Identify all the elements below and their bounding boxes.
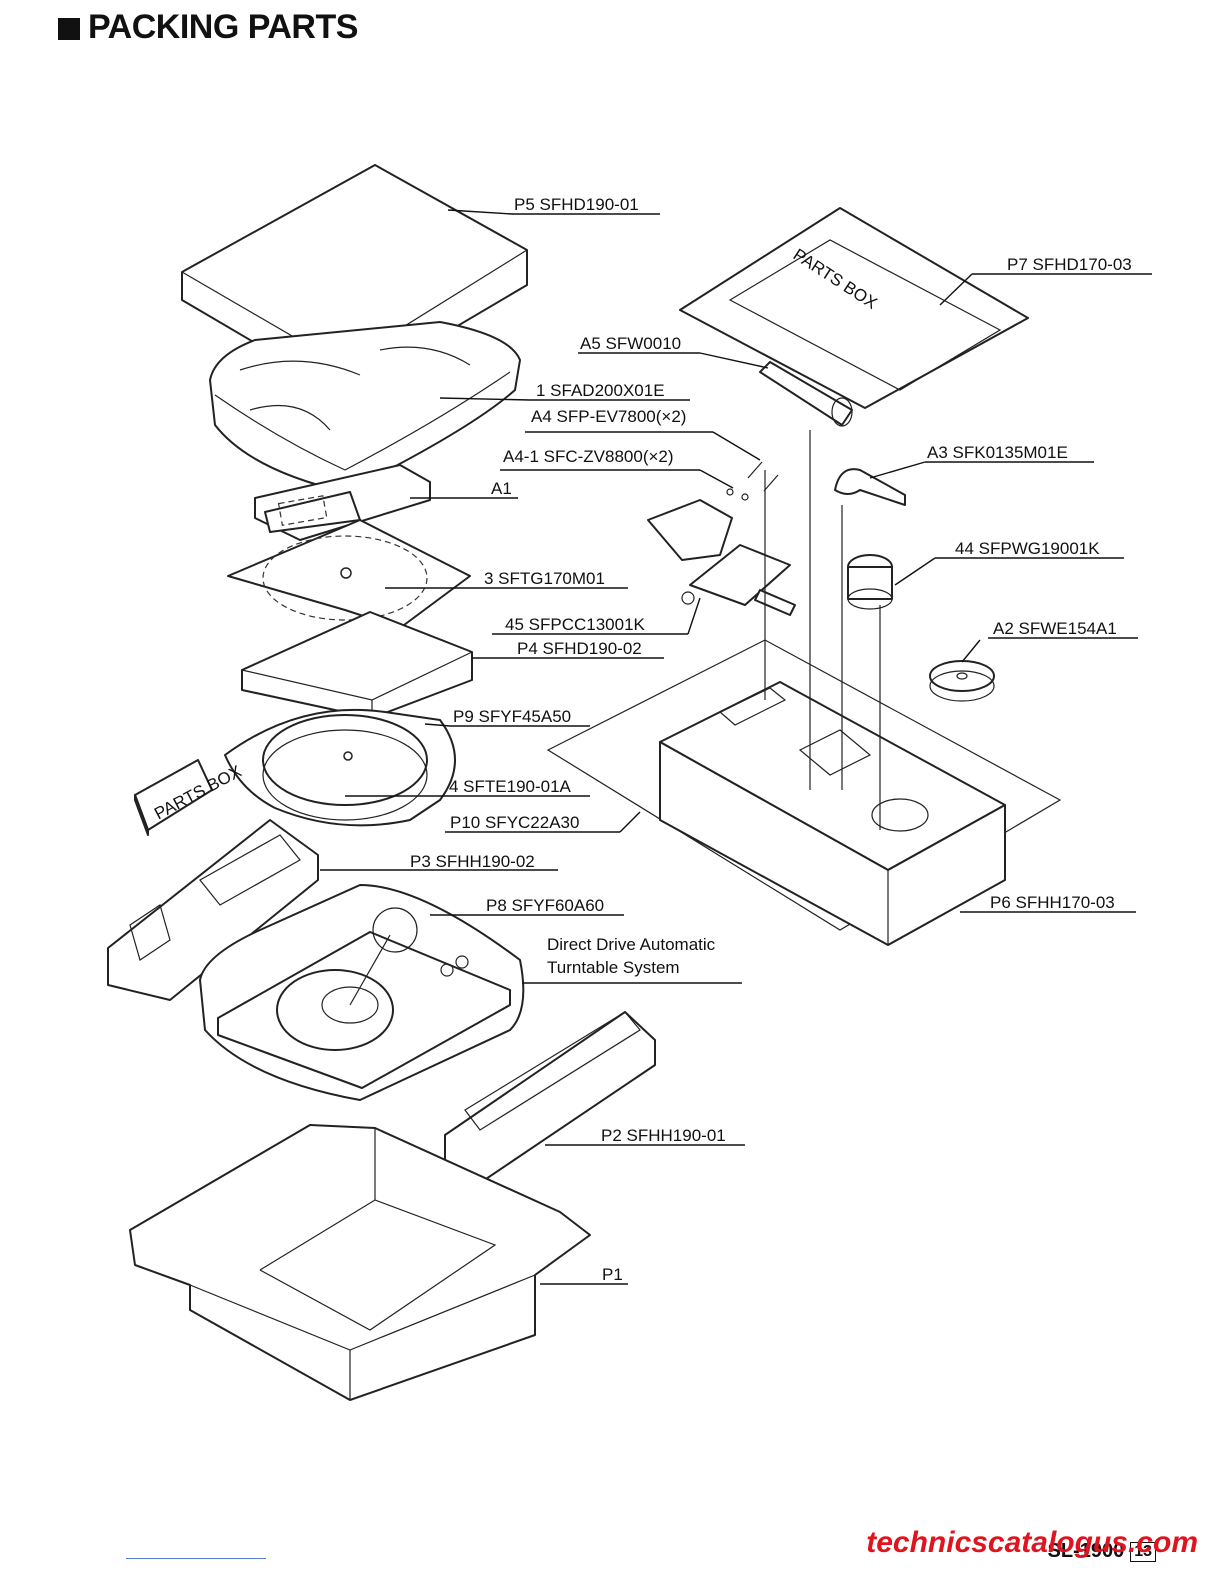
screws-and-nuts-a4: [726, 461, 779, 501]
page-number: 13: [1130, 1541, 1156, 1562]
callout-a1: A1: [491, 479, 512, 498]
callout-p5: P5 SFHD190-01: [514, 195, 639, 214]
callout-p10: P10 SFYC22A30: [450, 813, 579, 832]
foam-tray-p6: [546, 639, 1062, 946]
callout-p1: P1: [602, 1265, 623, 1284]
callout-1: 1 SFAD200X01E: [536, 381, 665, 400]
dust-cover-1: [209, 321, 521, 493]
platter-4-and-sheets: [224, 708, 456, 827]
headshell-45: [647, 499, 796, 616]
callout-turntable-line2: Turntable System: [547, 958, 680, 977]
callout-a4: A4 SFP-EV7800(×2): [531, 407, 686, 426]
callout-a2: A2 SFWE154A1: [993, 619, 1117, 638]
callout-3: 3 SFTG170M01: [484, 569, 605, 588]
middle-cover-p4: [241, 611, 473, 719]
callout-p2: P2 SFHH190-01: [601, 1126, 726, 1145]
adapter-a2: [929, 660, 995, 702]
callout-a3: A3 SFK0135M01E: [927, 443, 1068, 462]
parts-box-p7: PARTS BOX: [679, 207, 1029, 409]
page-header: PACKING PARTS: [58, 8, 358, 47]
callout-p8: P8 SFYF60A60: [486, 896, 604, 915]
callout-a5: A5 SFW0010: [580, 334, 681, 353]
callout-p9: P9 SFYF45A50: [453, 707, 571, 726]
turntable-unit-in-bag-p8: [199, 884, 525, 1101]
callout-p7: P7 SFHD170-03: [1007, 255, 1132, 274]
shipping-carton-p1: [129, 1124, 591, 1401]
brush-a5: [759, 361, 853, 427]
footer-rule: [126, 1558, 266, 1559]
footer-model: SL-1900 13: [1047, 1540, 1156, 1563]
foam-end-p3: [107, 819, 319, 1001]
callout-p6: P6 SFHH170-03: [990, 893, 1115, 912]
small-parts-box: PARTS BOX: [134, 759, 245, 836]
callout-45: 45 SFPCC13001K: [505, 615, 646, 634]
callout-p3: P3 SFHH190-02: [410, 852, 535, 871]
assembly-guide-lines: [764, 430, 881, 830]
callout-turntable-line1: Direct Drive Automatic: [547, 935, 716, 954]
watermark-text: technicscatalogus.com: [866, 1526, 1198, 1559]
page-title: PACKING PARTS: [88, 8, 358, 46]
turntable-mat-3: [227, 519, 471, 629]
square-bullet-icon: [58, 17, 80, 40]
counterweight-44: [847, 554, 893, 610]
tonearm-weight-a3: [834, 468, 906, 506]
callouts: P5 SFHD190-01 P7 SFHD170-03 A5 SFW0010 1…: [320, 195, 1152, 1285]
callout-p4: P4 SFHD190-02: [517, 639, 642, 658]
callout-44: 44 SFPWG19001K: [955, 539, 1100, 558]
callout-a4-1: A4-1 SFC-ZV8800(×2): [503, 447, 674, 466]
model-number: SL-1900: [1047, 1540, 1125, 1562]
callout-4: 4 SFTE190-01A: [449, 777, 572, 796]
